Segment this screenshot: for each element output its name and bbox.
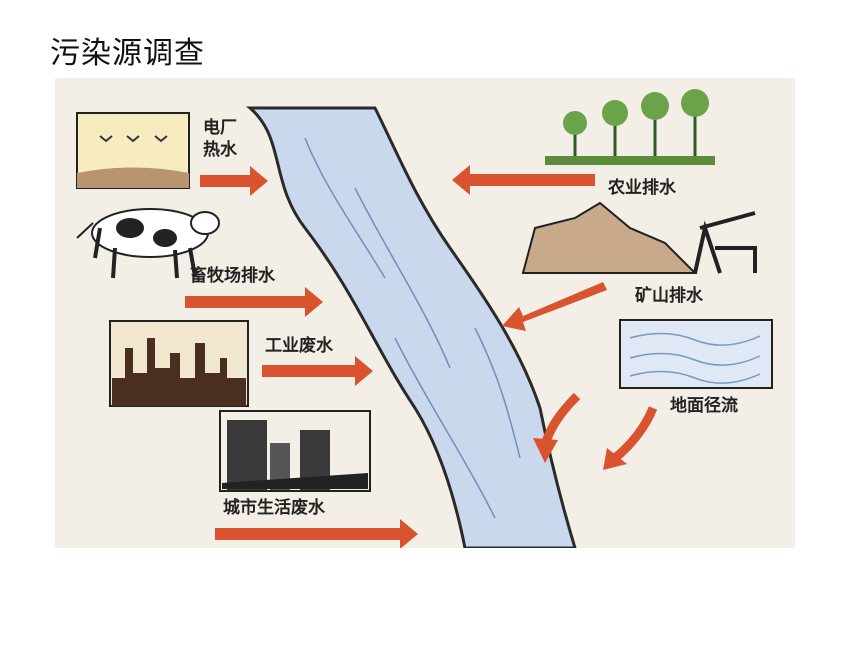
runoff-arrow-2 (612, 406, 658, 462)
label-industry: 工业废水 (265, 336, 333, 356)
diagram-artwork (55, 78, 795, 548)
mine-picture (521, 201, 757, 274)
label-city: 城市生活废水 (223, 498, 325, 518)
power-plant-arrow (200, 166, 268, 196)
river (245, 106, 577, 548)
river-current-line (474, 327, 521, 459)
city-buildings-picture (219, 410, 371, 492)
label-mine: 矿山排水 (635, 286, 703, 306)
industry-arrow (262, 356, 373, 386)
city-arrow (215, 519, 418, 548)
livestock-arrow (185, 287, 323, 317)
inflow-arrows (185, 165, 658, 548)
river-current-line (354, 187, 451, 369)
page-title: 污染源调查 (50, 36, 205, 71)
label-livestock: 畜牧场排水 (190, 266, 275, 286)
label-power-plant-line2: 热水 (203, 140, 237, 160)
agriculture-arrow (452, 165, 595, 195)
power-plant-picture (76, 112, 190, 189)
pollution-sources-diagram: 电厂 热水 畜牧场排水 工业废水 城市生活废水 农业排水 矿山排水 地面径流 (55, 78, 795, 548)
ground-surface-picture (619, 319, 773, 389)
river-current-line (304, 137, 386, 279)
cow-picture (76, 208, 220, 279)
label-power-plant-line1: 电厂 (203, 118, 237, 138)
mine-arrow (502, 282, 607, 331)
crops-picture (545, 89, 715, 165)
river-current-line (394, 337, 496, 519)
label-runoff: 地面径流 (670, 396, 738, 416)
label-agriculture: 农业排水 (608, 178, 676, 198)
factory-skyline-picture (109, 320, 249, 407)
